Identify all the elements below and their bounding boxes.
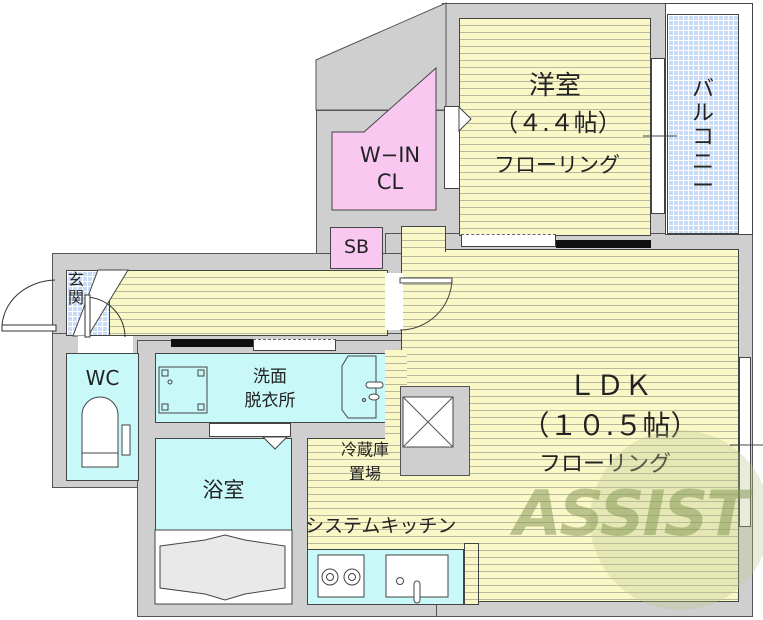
- western-room: [459, 18, 651, 236]
- balcony: [667, 14, 739, 234]
- hallway: [92, 270, 388, 336]
- walk-in-closet-line2: CL: [376, 170, 404, 194]
- wash-basin-icon: [341, 355, 384, 419]
- washing-machine-icon: [158, 366, 208, 414]
- bathroom-door[interactable]: [209, 423, 291, 437]
- western-room-flooring: フローリング: [494, 153, 620, 177]
- front-door[interactable]: [0, 279, 60, 340]
- western-room-size: （４.４帖）: [494, 109, 622, 137]
- washroom: [155, 353, 386, 423]
- kitchen-label: システムキッチン: [305, 515, 457, 537]
- bathtub-icon: [154, 529, 293, 605]
- ldk-window[interactable]: [739, 357, 751, 527]
- toilet-door[interactable]: [84, 294, 145, 355]
- bathroom-label: 浴室: [202, 478, 245, 502]
- closet-door[interactable]: [444, 106, 460, 189]
- fridge-space-line2: 置場: [348, 464, 381, 483]
- hall-storage-door[interactable]: [253, 339, 336, 351]
- kitchen-sink-icon[interactable]: [385, 554, 452, 607]
- washroom-line1: 洗面: [253, 367, 287, 387]
- dimension-tick-ldk: [730, 444, 763, 446]
- kitchen-floor: [307, 438, 407, 568]
- assist-watermark: [590, 430, 763, 610]
- entrance-label: 玄関: [67, 270, 84, 308]
- dimension-tick-western: [643, 135, 677, 137]
- watermark-text: ASSIST: [513, 477, 748, 550]
- ldk-door[interactable]: [399, 277, 460, 338]
- shoe-box-label: SB: [343, 236, 370, 258]
- toilet-fixture-icon: [81, 396, 131, 468]
- fridge-space-icon[interactable]: [402, 396, 457, 451]
- ldk-size: （１０.５帖）: [521, 409, 699, 442]
- walk-in-closet[interactable]: [330, 60, 450, 211]
- closet-door-arrow: [458, 105, 472, 133]
- western-room-closet-door[interactable]: [461, 234, 556, 247]
- toilet-door-opening[interactable]: [78, 336, 133, 353]
- ldk-name: ＬＤＫ: [567, 369, 652, 402]
- ldk-upper-strip: [401, 226, 446, 252]
- fridge-space-line1: 冷蔵庫: [340, 440, 389, 459]
- washroom-line2: 脱衣所: [244, 391, 296, 411]
- shoe-box[interactable]: [330, 227, 383, 269]
- kitchen-end-panel: [464, 543, 479, 605]
- ldk-flooring: フローリング: [538, 452, 671, 477]
- ldk-door-opening[interactable]: [385, 273, 403, 330]
- closet-diagonal-wall: [315, 2, 447, 111]
- hall-storage-panel: [171, 339, 253, 347]
- western-room-closet-panel: [556, 240, 651, 248]
- western-room-name: 洋室: [528, 71, 581, 101]
- walk-in-closet-line1: W−IN: [359, 143, 421, 167]
- bathroom: [155, 438, 292, 535]
- stove-icon[interactable]: [317, 554, 368, 601]
- toilet-label: WC: [85, 366, 120, 390]
- balcony-label: バルコニー: [691, 77, 714, 199]
- bathroom-door-arrow: [261, 436, 289, 450]
